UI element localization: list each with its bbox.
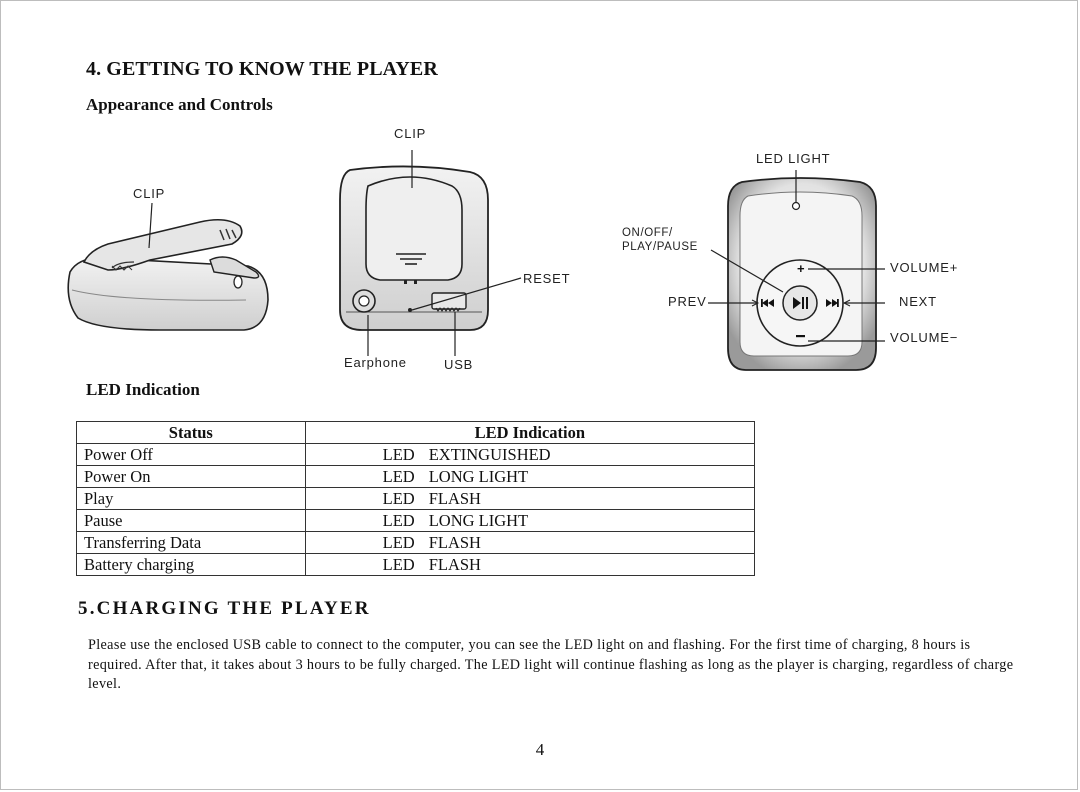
label-earphone: Earphone [344,355,407,370]
table-row: Play LED FLASH [76,487,756,510]
back-view-illustration [339,150,522,356]
label-volume-minus: VOLUME− [890,330,959,345]
led-word: LED [382,510,415,530]
status-cell: Power Off [76,443,306,466]
status-cell: Transferring Data [76,531,306,554]
led-cell: LED FLASH [304,531,756,554]
led-cell: LED LONG LIGHT [304,465,756,488]
header-led-indication: LED Indication [304,421,756,444]
appearance-heading: Appearance and Controls [86,95,273,114]
table-row: Power On LED LONG LIGHT [76,465,756,488]
led-word: LED [382,532,415,552]
led-cell: LED FLASH [304,487,756,510]
page-number: 4 [535,740,545,759]
section-4-title: 4. GETTING TO KNOW THE PLAYER [86,58,438,80]
led-indication-heading: LED Indication [86,380,200,399]
led-state: FLASH [428,554,481,574]
led-state: FLASH [428,532,481,552]
front-view-illustration: + [708,170,885,371]
table-row: Pause LED LONG LIGHT [76,509,756,532]
led-word: LED [382,488,415,508]
status-cell: Power On [76,465,306,488]
led-indication-table: Status LED Indication Power Off LED EXTIN… [76,421,756,576]
charging-paragraph: Please use the enclosed USB cable to con… [88,637,1014,692]
side-view-illustration [67,202,269,331]
led-state: LONG LIGHT [428,510,529,530]
header-status: Status [76,421,306,444]
led-word: LED [382,466,415,486]
label-volume-plus: VOLUME+ [890,260,959,275]
led-word: LED [382,444,415,464]
table-row: Transferring Data LED FLASH [76,531,756,554]
label-onoff-line2: PLAY/PAUSE [622,241,698,253]
section-5-title: 5.CHARGING THE PLAYER [78,598,371,619]
label-onoff-line1: ON/OFF/ [622,227,673,239]
label-next: NEXT [899,294,937,309]
table-row: Battery charging LED FLASH [76,553,756,576]
label-usb: USB [444,357,474,372]
svg-text:+: + [797,261,805,276]
led-cell: LED FLASH [304,553,756,576]
label-clip-back: CLIP [394,126,427,141]
label-prev: PREV [668,294,707,309]
led-state: LONG LIGHT [428,466,529,486]
table-row: Power Off LED EXTINGUISHED [76,443,756,466]
table-header-row: Status LED Indication [76,421,756,444]
status-cell: Play [76,487,306,510]
label-led-light: LED LIGHT [756,151,831,166]
led-state: FLASH [428,488,481,508]
label-clip-side: CLIP [133,186,166,201]
led-word: LED [382,554,415,574]
status-cell: Pause [76,509,306,532]
led-cell: LED LONG LIGHT [304,509,756,532]
led-cell: LED EXTINGUISHED [304,443,756,466]
label-onoff-playpause: ON/OFF/ PLAY/PAUSE [622,226,698,254]
status-cell: Battery charging [76,553,306,576]
label-reset: RESET [523,271,571,286]
led-state: EXTINGUISHED [428,444,551,464]
